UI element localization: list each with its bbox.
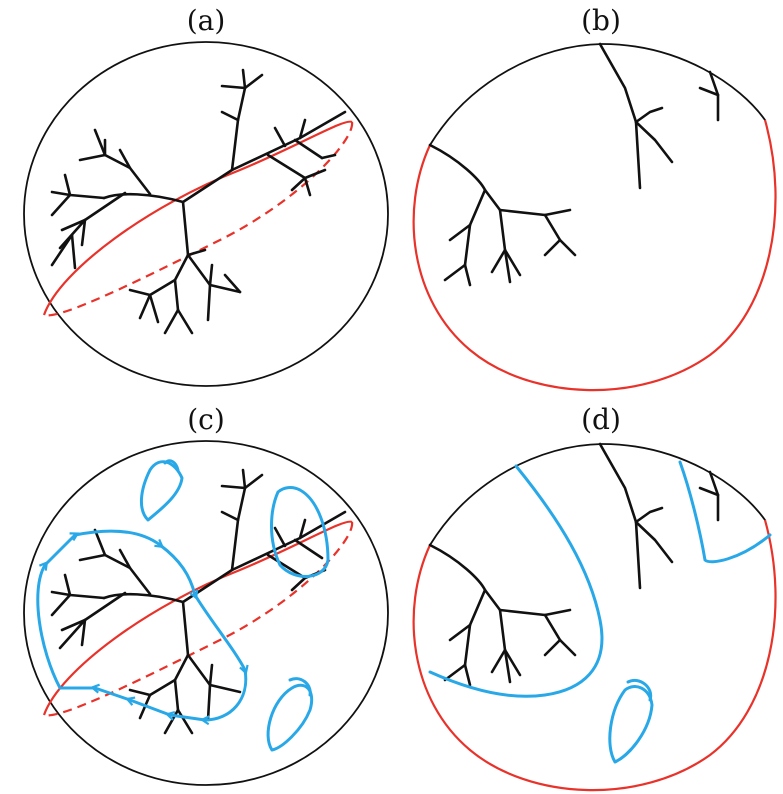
lower-loop xyxy=(266,683,314,752)
long-path xyxy=(428,464,604,698)
panel-label-a: (a) xyxy=(186,4,226,37)
panel-label-b: (b) xyxy=(581,4,621,37)
blue-paths xyxy=(428,460,772,764)
panel-d xyxy=(412,442,777,792)
tree-fragments xyxy=(428,42,720,287)
blue-loops xyxy=(36,459,330,752)
panel-label-c: (c) xyxy=(187,403,225,436)
small-loop xyxy=(608,685,654,764)
red-boundary-front xyxy=(42,120,353,316)
sphere-red-boundary xyxy=(412,119,777,392)
sphere-red-boundary xyxy=(412,519,777,792)
tree xyxy=(50,68,347,335)
panel-label-d: (d) xyxy=(581,403,621,436)
panel-a xyxy=(23,41,389,387)
upper-loop xyxy=(140,460,184,522)
panel-b xyxy=(412,42,777,392)
large-loop xyxy=(36,531,246,720)
right-loop xyxy=(270,486,330,578)
sphere-outline xyxy=(23,440,389,786)
red-boundary-back xyxy=(43,121,354,317)
sphere-top-black xyxy=(429,43,766,146)
sphere-top-black xyxy=(429,443,766,546)
panel-c xyxy=(23,440,389,786)
sphere-outline xyxy=(23,41,389,387)
tree-fragments xyxy=(428,442,720,687)
right-path xyxy=(678,460,772,564)
